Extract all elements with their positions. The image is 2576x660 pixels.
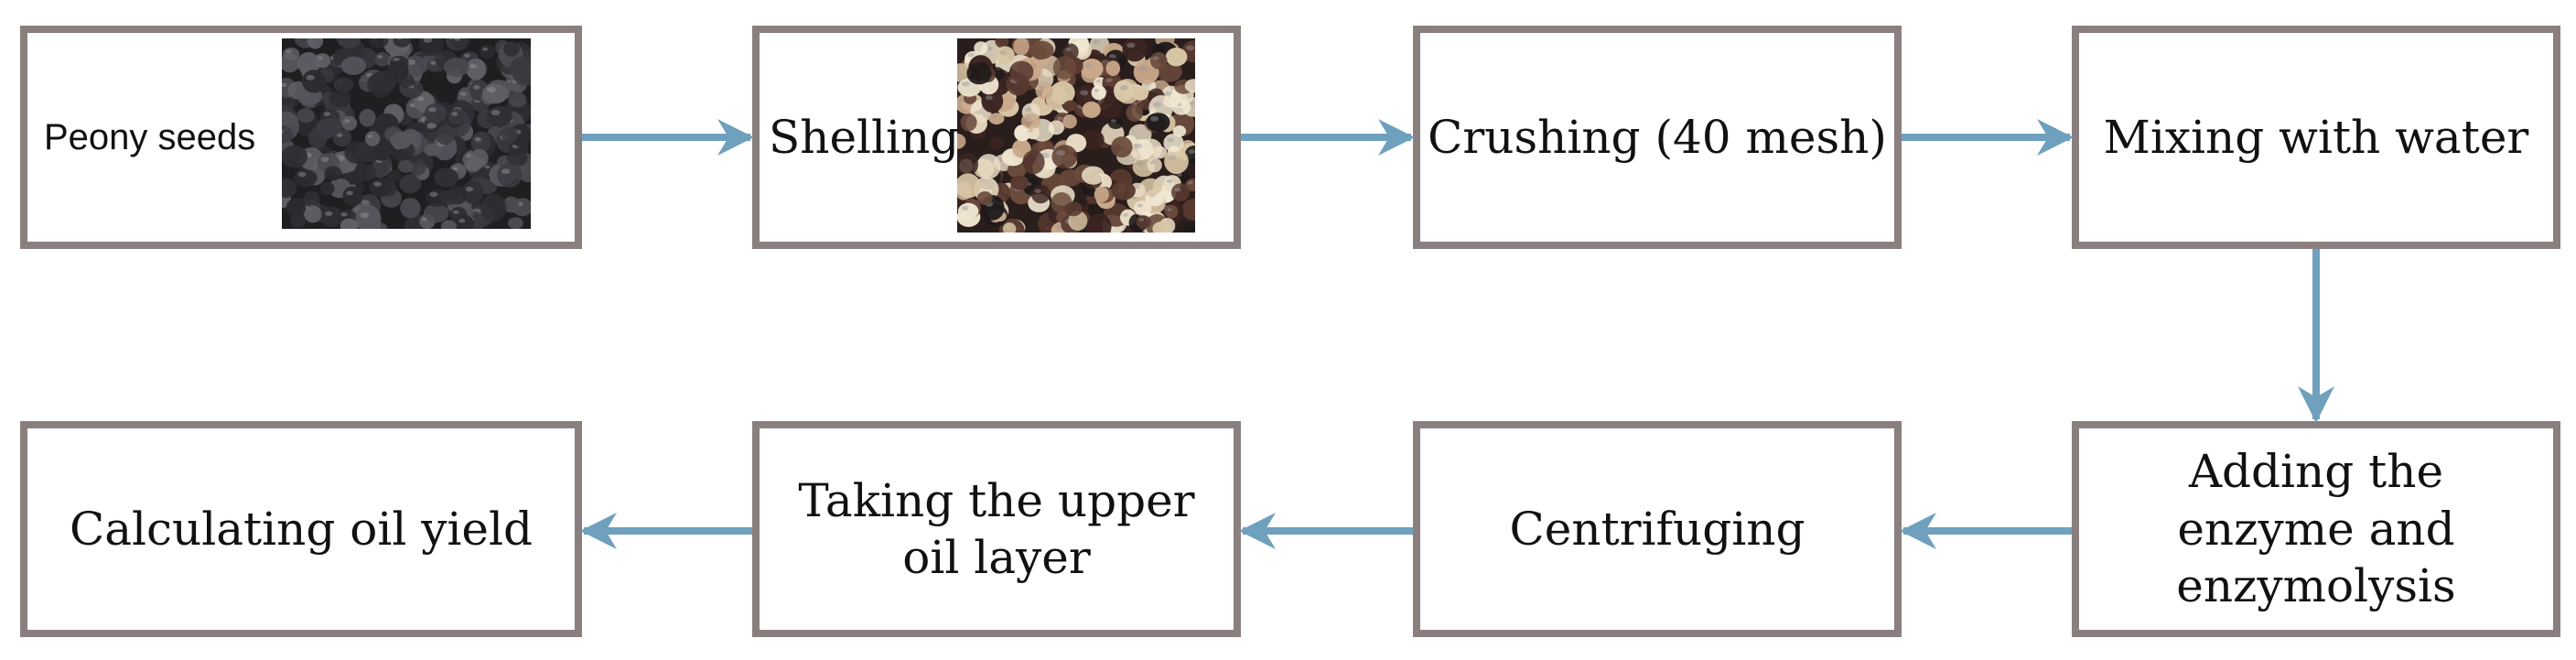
- step-calculating-oil-yield: Calculating oil yield: [20, 421, 582, 637]
- step-adding-enzyme: Adding the enzyme and enzymolysis: [2072, 421, 2560, 637]
- step-label: Crushing (40 mesh): [1428, 110, 1887, 164]
- shelled-seeds-photo-icon: [957, 38, 1195, 233]
- step-label: Calculating oil yield: [69, 502, 534, 556]
- step-mixing-with-water: Mixing with water: [2072, 26, 2560, 249]
- step-label: Centrifuging: [1509, 502, 1805, 556]
- peony-seeds-photo-icon: [282, 38, 531, 229]
- step-label: Taking the upper oil layer: [798, 473, 1195, 585]
- step-crushing: Crushing (40 mesh): [1413, 26, 1902, 249]
- step-label: Adding the enzyme and enzymolysis: [2176, 445, 2456, 613]
- step-taking-upper-oil-layer: Taking the upper oil layer: [752, 421, 1241, 637]
- step-label: Peony seeds: [44, 117, 256, 157]
- step-label: Shelling: [769, 110, 960, 164]
- step-centrifuging: Centrifuging: [1413, 421, 1902, 637]
- step-label: Mixing with water: [2103, 110, 2529, 164]
